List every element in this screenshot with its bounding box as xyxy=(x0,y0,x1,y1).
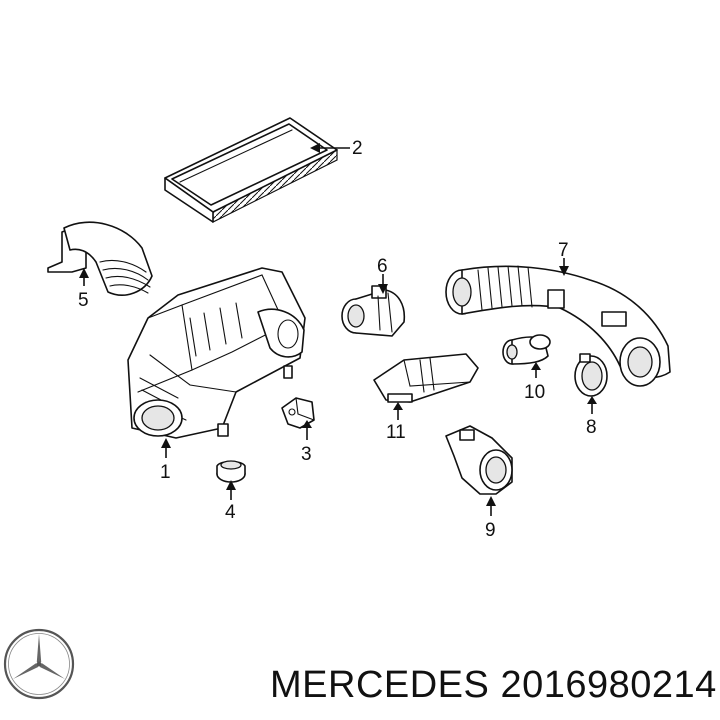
callout-6: 6 xyxy=(377,256,388,277)
brand-part-number: MERCEDES 2016980214 xyxy=(270,660,717,710)
callout-10: 10 xyxy=(524,382,545,403)
small-elbow-hose xyxy=(502,334,551,365)
resonator xyxy=(373,353,479,403)
air-cleaner-housing xyxy=(127,267,306,439)
callout-3: 3 xyxy=(301,444,312,465)
callout-7: 7 xyxy=(558,240,569,261)
callout-8: 8 xyxy=(586,417,597,438)
air-filter-element xyxy=(164,117,338,223)
callout-9: 9 xyxy=(485,520,496,541)
callout-2: 2 xyxy=(352,138,363,159)
callout-1: 1 xyxy=(160,462,171,483)
callout-5: 5 xyxy=(78,290,89,311)
callout-11: 11 xyxy=(386,422,406,443)
rubber-grommet xyxy=(216,460,246,483)
part-number: 2016980214 xyxy=(500,664,717,706)
throttle-air-duct xyxy=(445,425,513,495)
mass-air-flow-sensor xyxy=(341,285,406,337)
intake-duct-bracket xyxy=(47,221,153,296)
brand-name: MERCEDES xyxy=(270,664,490,706)
hose-clamp-ring xyxy=(574,353,608,397)
mercedes-star-icon xyxy=(3,628,75,700)
callout-4: 4 xyxy=(225,502,236,523)
leader-lines xyxy=(79,143,597,516)
air-intake-pipe xyxy=(445,265,671,387)
bracket-clip xyxy=(281,397,315,429)
